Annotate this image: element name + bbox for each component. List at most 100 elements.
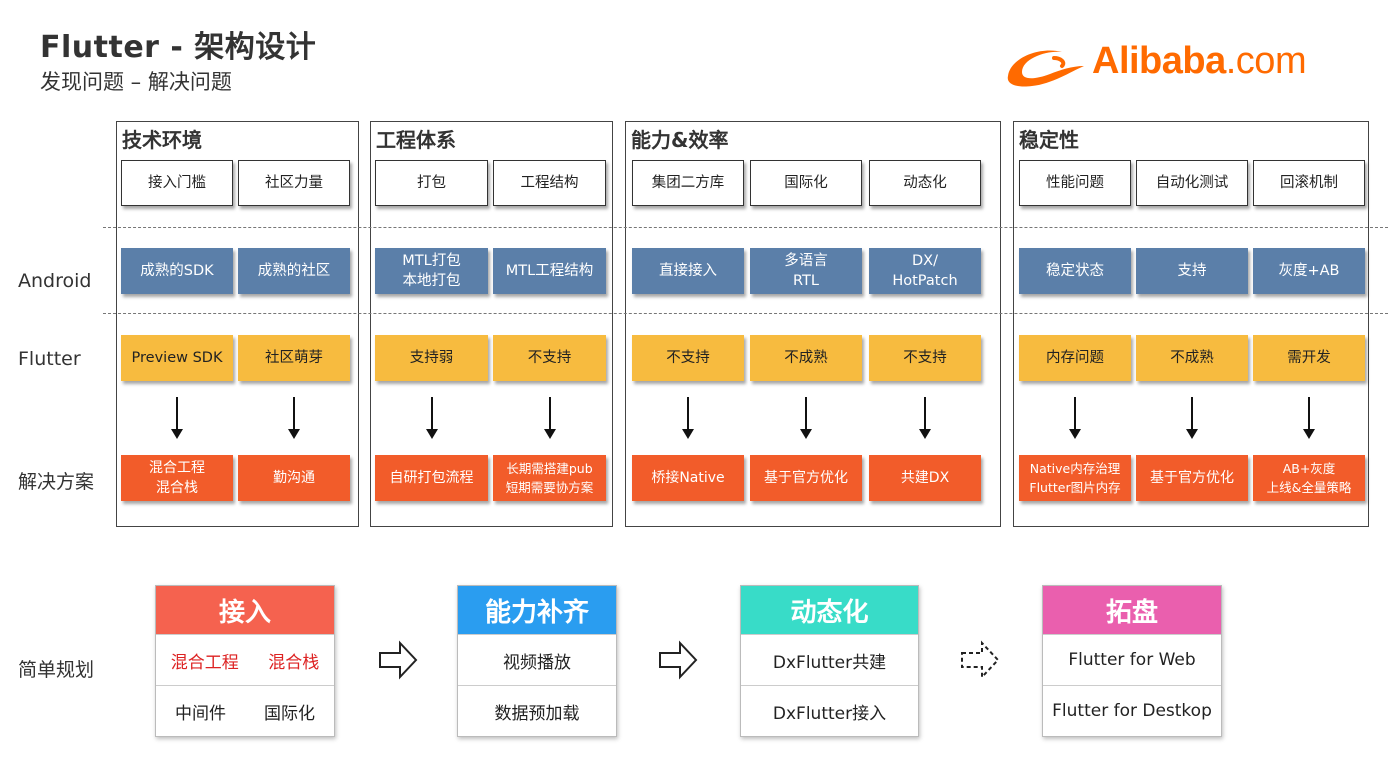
solution-box-line: 上线&全量策略: [1266, 480, 1352, 495]
topic-label: 打包: [417, 175, 446, 191]
roadmap-stage-row: 混合工程混合栈: [156, 634, 334, 685]
topic-label: 动态化: [903, 175, 947, 191]
android-status-box-text: MTL打包本地打包: [402, 251, 460, 291]
android-status-box-line: 支持: [1177, 263, 1207, 279]
android-status-box-line: HotPatch: [892, 273, 958, 289]
down-arrow-icon: [171, 397, 183, 439]
flutter-status-label: 社区萌芽: [265, 350, 323, 366]
down-arrow-icon: [1069, 397, 1081, 439]
topic-box: 打包: [375, 160, 488, 206]
android-status-box: 直接接入: [632, 248, 744, 294]
flutter-status-box: Preview SDK: [121, 335, 233, 381]
topic-label: 社区力量: [265, 175, 323, 191]
down-arrow-icon: [919, 397, 931, 439]
android-status-box-text: DX/HotPatch: [892, 251, 957, 291]
roadmap-stage-row: Flutter for Web: [1043, 634, 1221, 685]
android-status-box-line: 灰度+AB: [1278, 263, 1340, 279]
alibaba-logo: Alibaba.com: [1000, 36, 1360, 96]
flutter-status-label: Preview SDK: [131, 350, 223, 366]
section-title: 能力&效率: [631, 128, 729, 152]
solution-box: 桥接Native: [632, 455, 744, 501]
roadmap-item: 混合工程: [170, 652, 239, 673]
flutter-status-box: 不支持: [632, 335, 744, 381]
solution-box-line: 基于官方优化: [764, 470, 848, 486]
solution-box: 基于官方优化: [1136, 455, 1248, 501]
solution-box-line: 共建DX: [900, 470, 950, 486]
roadmap-stage-title: 能力补齐: [458, 586, 616, 634]
down-arrow-icon: [288, 397, 300, 439]
android-status-box: 稳定状态: [1019, 248, 1131, 294]
row-label-solution: 解决方案: [18, 471, 95, 493]
hollow-right-arrow-icon: [659, 640, 698, 680]
topic-box: 工程结构: [493, 160, 606, 206]
logo-wordmark: Alibaba.com: [1092, 40, 1307, 83]
topic-box: 动态化: [869, 160, 981, 206]
roadmap-stage-title: 动态化: [741, 586, 918, 634]
roadmap-item: 视频播放: [503, 652, 571, 673]
android-status-box-line: 成熟的SDK: [140, 263, 214, 279]
flutter-status-label: 内存问题: [1046, 350, 1104, 366]
android-status-box-text: 支持: [1178, 261, 1207, 281]
flutter-status-box: 不成熟: [750, 335, 862, 381]
android-status-box-text: MTL工程结构: [506, 261, 593, 281]
android-status-box-line: 直接接入: [659, 263, 717, 279]
row-label-android: Android: [18, 270, 92, 292]
topic-box: 回滚机制: [1253, 160, 1365, 206]
flutter-status-label: 支持弱: [409, 350, 454, 366]
solution-box-text: 桥接Native: [651, 468, 724, 488]
topic-label: 回滚机制: [1280, 175, 1338, 191]
topic-box: 自动化测试: [1136, 160, 1248, 206]
roadmap-stage-card: 能力补齐视频播放数据预加载: [457, 585, 617, 737]
down-arrow-icon: [543, 397, 556, 439]
flutter-status-box: 不支持: [869, 335, 981, 381]
solution-box-text: 基于官方优化: [1150, 468, 1234, 488]
section-title: 稳定性: [1019, 128, 1079, 152]
android-status-box-line: 成熟的社区: [257, 263, 331, 279]
flutter-status-label: 需开发: [1287, 350, 1331, 366]
android-status-box-line: RTL: [793, 273, 819, 289]
android-status-box: DX/HotPatch: [869, 248, 981, 294]
roadmap-stage-title: 拓盘: [1043, 586, 1221, 634]
android-status-box-text: 成熟的SDK: [140, 261, 213, 281]
down-arrow-icon: [425, 397, 438, 439]
solution-box-line: 自研打包流程: [389, 470, 474, 486]
flutter-status-label: 不支持: [527, 350, 572, 366]
solution-box-line: 混合栈: [156, 480, 198, 496]
solution-box: AB+灰度上线&全量策略: [1253, 455, 1365, 501]
solution-box-text: 自研打包流程: [390, 468, 474, 488]
android-status-box-text: 稳定状态: [1046, 261, 1104, 281]
android-status-box: MTL打包本地打包: [375, 248, 488, 294]
logo-name: Alibaba: [1092, 40, 1226, 82]
solution-box-text: AB+灰度上线&全量策略: [1267, 459, 1352, 497]
flutter-status-box: 社区萌芽: [238, 335, 350, 381]
android-status-box-text: 成熟的社区: [258, 261, 331, 281]
logo-suffix: .com: [1225, 40, 1307, 82]
android-status-box: 成熟的社区: [238, 248, 350, 294]
flutter-status-label: 不成熟: [784, 350, 828, 366]
android-status-box-line: 本地打包: [402, 273, 461, 289]
android-status-box-line: MTL工程结构: [505, 263, 594, 279]
topic-box: 集团二方库: [632, 160, 744, 206]
flutter-status-box: 支持弱: [375, 335, 488, 381]
android-status-box-line: 多语言: [784, 253, 828, 269]
topic-box: 接入门槛: [121, 160, 233, 206]
solution-box-line: Native内存治理: [1029, 461, 1121, 476]
roadmap-stage-row: DxFlutter共建: [741, 634, 918, 685]
solution-box: 混合工程混合栈: [121, 455, 233, 501]
flutter-status-label: 不支持: [903, 350, 947, 366]
flutter-status-box: 不支持: [493, 335, 606, 381]
hollow-right-arrow-icon: [379, 640, 418, 680]
roadmap-item: Flutter for Destkop: [1052, 701, 1212, 721]
topic-box: 国际化: [750, 160, 862, 206]
topic-box: 性能问题: [1019, 160, 1131, 206]
solution-box: 基于官方优化: [750, 455, 862, 501]
dashed-hollow-right-arrow-icon: [961, 640, 1000, 680]
down-arrow-icon: [682, 397, 694, 439]
page-title: Flutter - 架构设计: [40, 30, 317, 65]
android-status-box: MTL工程结构: [493, 248, 606, 294]
down-arrow-icon: [800, 397, 812, 439]
roadmap-stage-row: Flutter for Destkop: [1043, 685, 1221, 736]
